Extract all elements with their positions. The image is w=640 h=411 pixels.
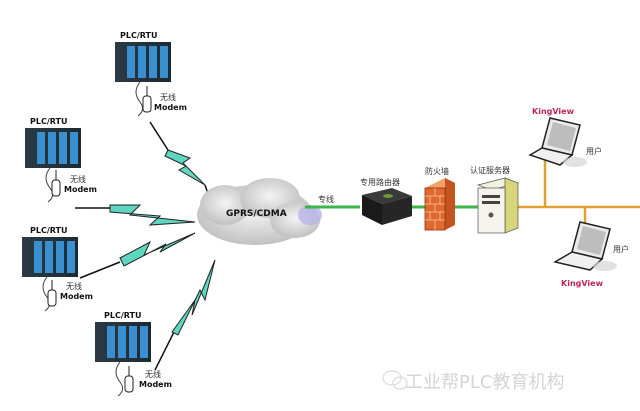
server-icon xyxy=(476,177,520,234)
watermark: 工业帮PLC教育机构 xyxy=(405,372,565,393)
client-2-software: KingView xyxy=(561,279,603,288)
plc-rack-icon xyxy=(25,128,81,168)
auth-server-label: 认证服务器 xyxy=(470,166,510,175)
plc-title: PLC/RTU xyxy=(30,226,68,235)
modem-en-label: Modem xyxy=(139,380,172,389)
laptop-icon xyxy=(528,117,587,167)
wireless-link-3 xyxy=(79,261,121,279)
wechat-icon xyxy=(382,370,408,390)
wireless-link-1 xyxy=(149,121,169,151)
modem-icon xyxy=(135,81,152,117)
modem-cn-label: 无线 xyxy=(66,282,82,291)
plc-rack-icon xyxy=(115,42,171,82)
modem-icon xyxy=(42,276,57,312)
modem-en-label: Modem xyxy=(60,292,93,301)
leased-line-label: 专线 xyxy=(318,195,334,204)
modem-cn-label: 无线 xyxy=(70,175,86,184)
plc-rack-icon xyxy=(95,322,151,362)
modem-en-label: Modem xyxy=(154,103,187,112)
modem-icon xyxy=(45,167,61,203)
wireless-link-4 xyxy=(154,329,176,371)
modem-cn-label: 无线 xyxy=(160,93,176,102)
router-label: 专用路由器 xyxy=(360,178,400,187)
firewall-icon xyxy=(424,178,455,231)
laptop-icon xyxy=(552,221,617,271)
client-1-software: KingView xyxy=(532,107,574,116)
lightning-icon xyxy=(119,232,196,267)
router-icon xyxy=(362,188,412,225)
firewall-label: 防火墙 xyxy=(425,167,449,176)
modem-en-label: Modem xyxy=(64,185,97,194)
plc-title: PLC/RTU xyxy=(120,31,158,40)
lightning-icon xyxy=(109,204,196,226)
modem-icon xyxy=(115,361,134,397)
lightning-icon xyxy=(164,149,206,186)
lightning-icon xyxy=(171,259,216,336)
plc-title: PLC/RTU xyxy=(104,311,142,320)
cloud-label: GPRS/CDMA xyxy=(226,209,287,219)
plc-rack-icon xyxy=(22,237,78,277)
plc-title: PLC/RTU xyxy=(30,117,68,126)
wireless-links xyxy=(75,121,216,371)
gprs-cloud xyxy=(197,178,322,245)
client-1-role: 用户 xyxy=(586,147,602,156)
client-2-role: 用户 xyxy=(613,245,629,254)
modem-cn-label: 无线 xyxy=(145,370,161,379)
